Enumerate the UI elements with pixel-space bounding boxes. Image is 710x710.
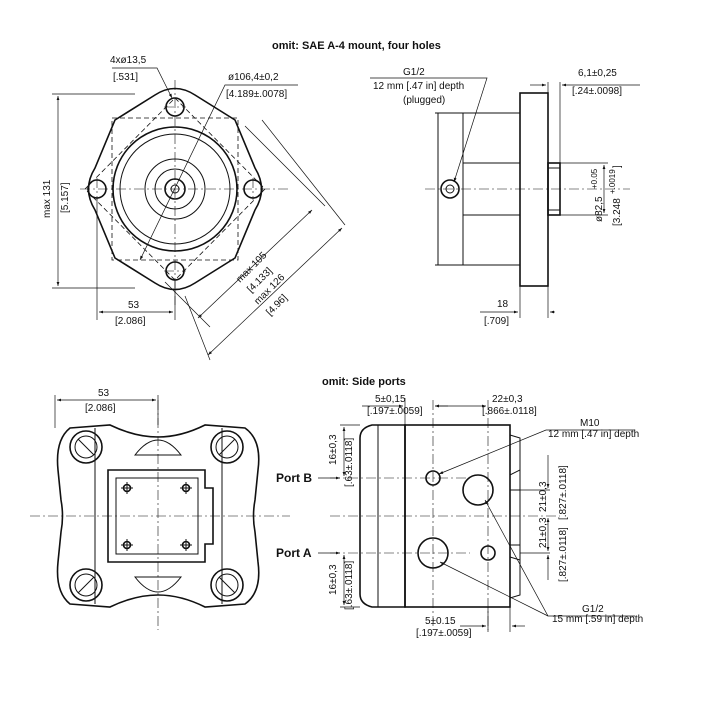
side-pilot-label: ø82,5 — [594, 196, 605, 222]
rear-width-label: 53 — [98, 388, 110, 399]
side-flange — [519, 92, 549, 287]
height-label: max 131 — [42, 179, 53, 218]
side-pilot-tol: +0.05 — [590, 168, 599, 189]
dim-top-right: 22±0,3 — [492, 394, 523, 405]
side-body-left-edge — [435, 112, 439, 266]
shaft-center — [170, 184, 180, 194]
m10-depth: 12 mm [.47 in] depth — [548, 429, 639, 440]
flange-label: 6,1±0,25 — [578, 68, 617, 79]
port-a-circle — [417, 537, 449, 569]
side-port-plug — [440, 179, 460, 199]
side-port-label-2: 12 mm [.47 in] depth — [373, 81, 464, 92]
pilot-label-in: [4.189±.0078] — [226, 89, 287, 100]
view-side-ports: omit: Side ports Port B Port A 5±0,15 [.… — [276, 376, 643, 639]
rear-body-outline — [56, 424, 260, 608]
dim-left-top-in: [.63±.0118] — [344, 438, 355, 487]
holes-label-in: [.531] — [113, 72, 138, 83]
dim-left-bottom: 16±0,3 — [328, 564, 339, 595]
side-pilot-tol-in: +.0019 — [608, 169, 617, 194]
dim-right-top-in: [.827±.0118] — [558, 465, 569, 520]
side-depth-label-in: [.709] — [484, 316, 509, 327]
pilot-label: ø106,4±0,2 — [228, 72, 279, 83]
dim-right-top: 21±0,3 — [538, 481, 549, 512]
g12-label: G1/2 — [582, 604, 604, 615]
rear-bolt-tl — [69, 430, 103, 464]
width-label: 53 — [128, 300, 140, 311]
side-port-label-1: G1/2 — [403, 67, 425, 78]
side-port-label-3: (plugged) — [403, 95, 445, 106]
holes-label: 4xø13,5 — [110, 55, 147, 66]
dim-top-right-in: [.866±.0118] — [482, 406, 537, 417]
rear-boss-bottom — [133, 576, 183, 593]
rear-bolt-bl — [69, 568, 103, 602]
width-label-in: [2.086] — [115, 316, 146, 327]
ports-housing — [404, 424, 511, 608]
rear-plate — [107, 469, 214, 563]
dim-top-left-in: [.197±.0059] — [367, 406, 423, 417]
height-label-in: [5.157] — [60, 182, 71, 213]
hub-inner-circle — [154, 168, 196, 210]
body-circle — [112, 126, 238, 252]
rear-bolt-tr — [210, 430, 244, 464]
port-b-circle — [462, 474, 494, 506]
dim-right-bottom: 21±0,3 — [538, 517, 549, 548]
view1-title: omit: SAE A-4 mount, four holes — [272, 40, 441, 52]
side-depth-label: 18 — [497, 299, 509, 310]
mount-diamond-hidden — [84, 97, 266, 281]
dim-left-top: 16±0,3 — [328, 434, 339, 465]
dim-bottom-in: [.197±.0059] — [416, 628, 472, 639]
side-pilot — [547, 162, 561, 216]
m10-hole-top — [425, 470, 441, 486]
side-pilot-label-in: [3.248 — [612, 198, 623, 226]
flange-label-in: [.24±.0098] — [572, 86, 622, 97]
rear-bolt-br — [210, 568, 244, 602]
view4-title: omit: Side ports — [322, 376, 406, 388]
g12-depth: 15 mm [.59 in] depth — [552, 614, 643, 625]
port-b-label: Port B — [276, 471, 312, 485]
hub-circle — [144, 158, 206, 220]
pilot-circle — [119, 133, 231, 245]
m10-label: M10 — [580, 418, 600, 429]
dim-right-bottom-in: [.827±.0118] — [558, 527, 569, 582]
dim-left-bottom-in: [.63±.0118] — [344, 561, 355, 610]
rear-boss-top — [133, 439, 183, 456]
dim-top-left: 5±0,15 — [375, 394, 406, 405]
view-side: G1/2 12 mm [.47 in] depth (plugged) 6,1±… — [370, 67, 640, 327]
port-a-label: Port A — [276, 546, 312, 560]
shaft-circle — [164, 178, 186, 200]
rear-plate-screws — [121, 482, 192, 551]
side-pilot-close: ] — [612, 165, 623, 168]
view-rear: 53 [2.086] — [30, 388, 290, 630]
rear-width-label-in: [2.086] — [85, 403, 116, 414]
dim-bottom: 5±0.15 — [425, 616, 456, 627]
m10-hole-bottom — [480, 545, 496, 561]
